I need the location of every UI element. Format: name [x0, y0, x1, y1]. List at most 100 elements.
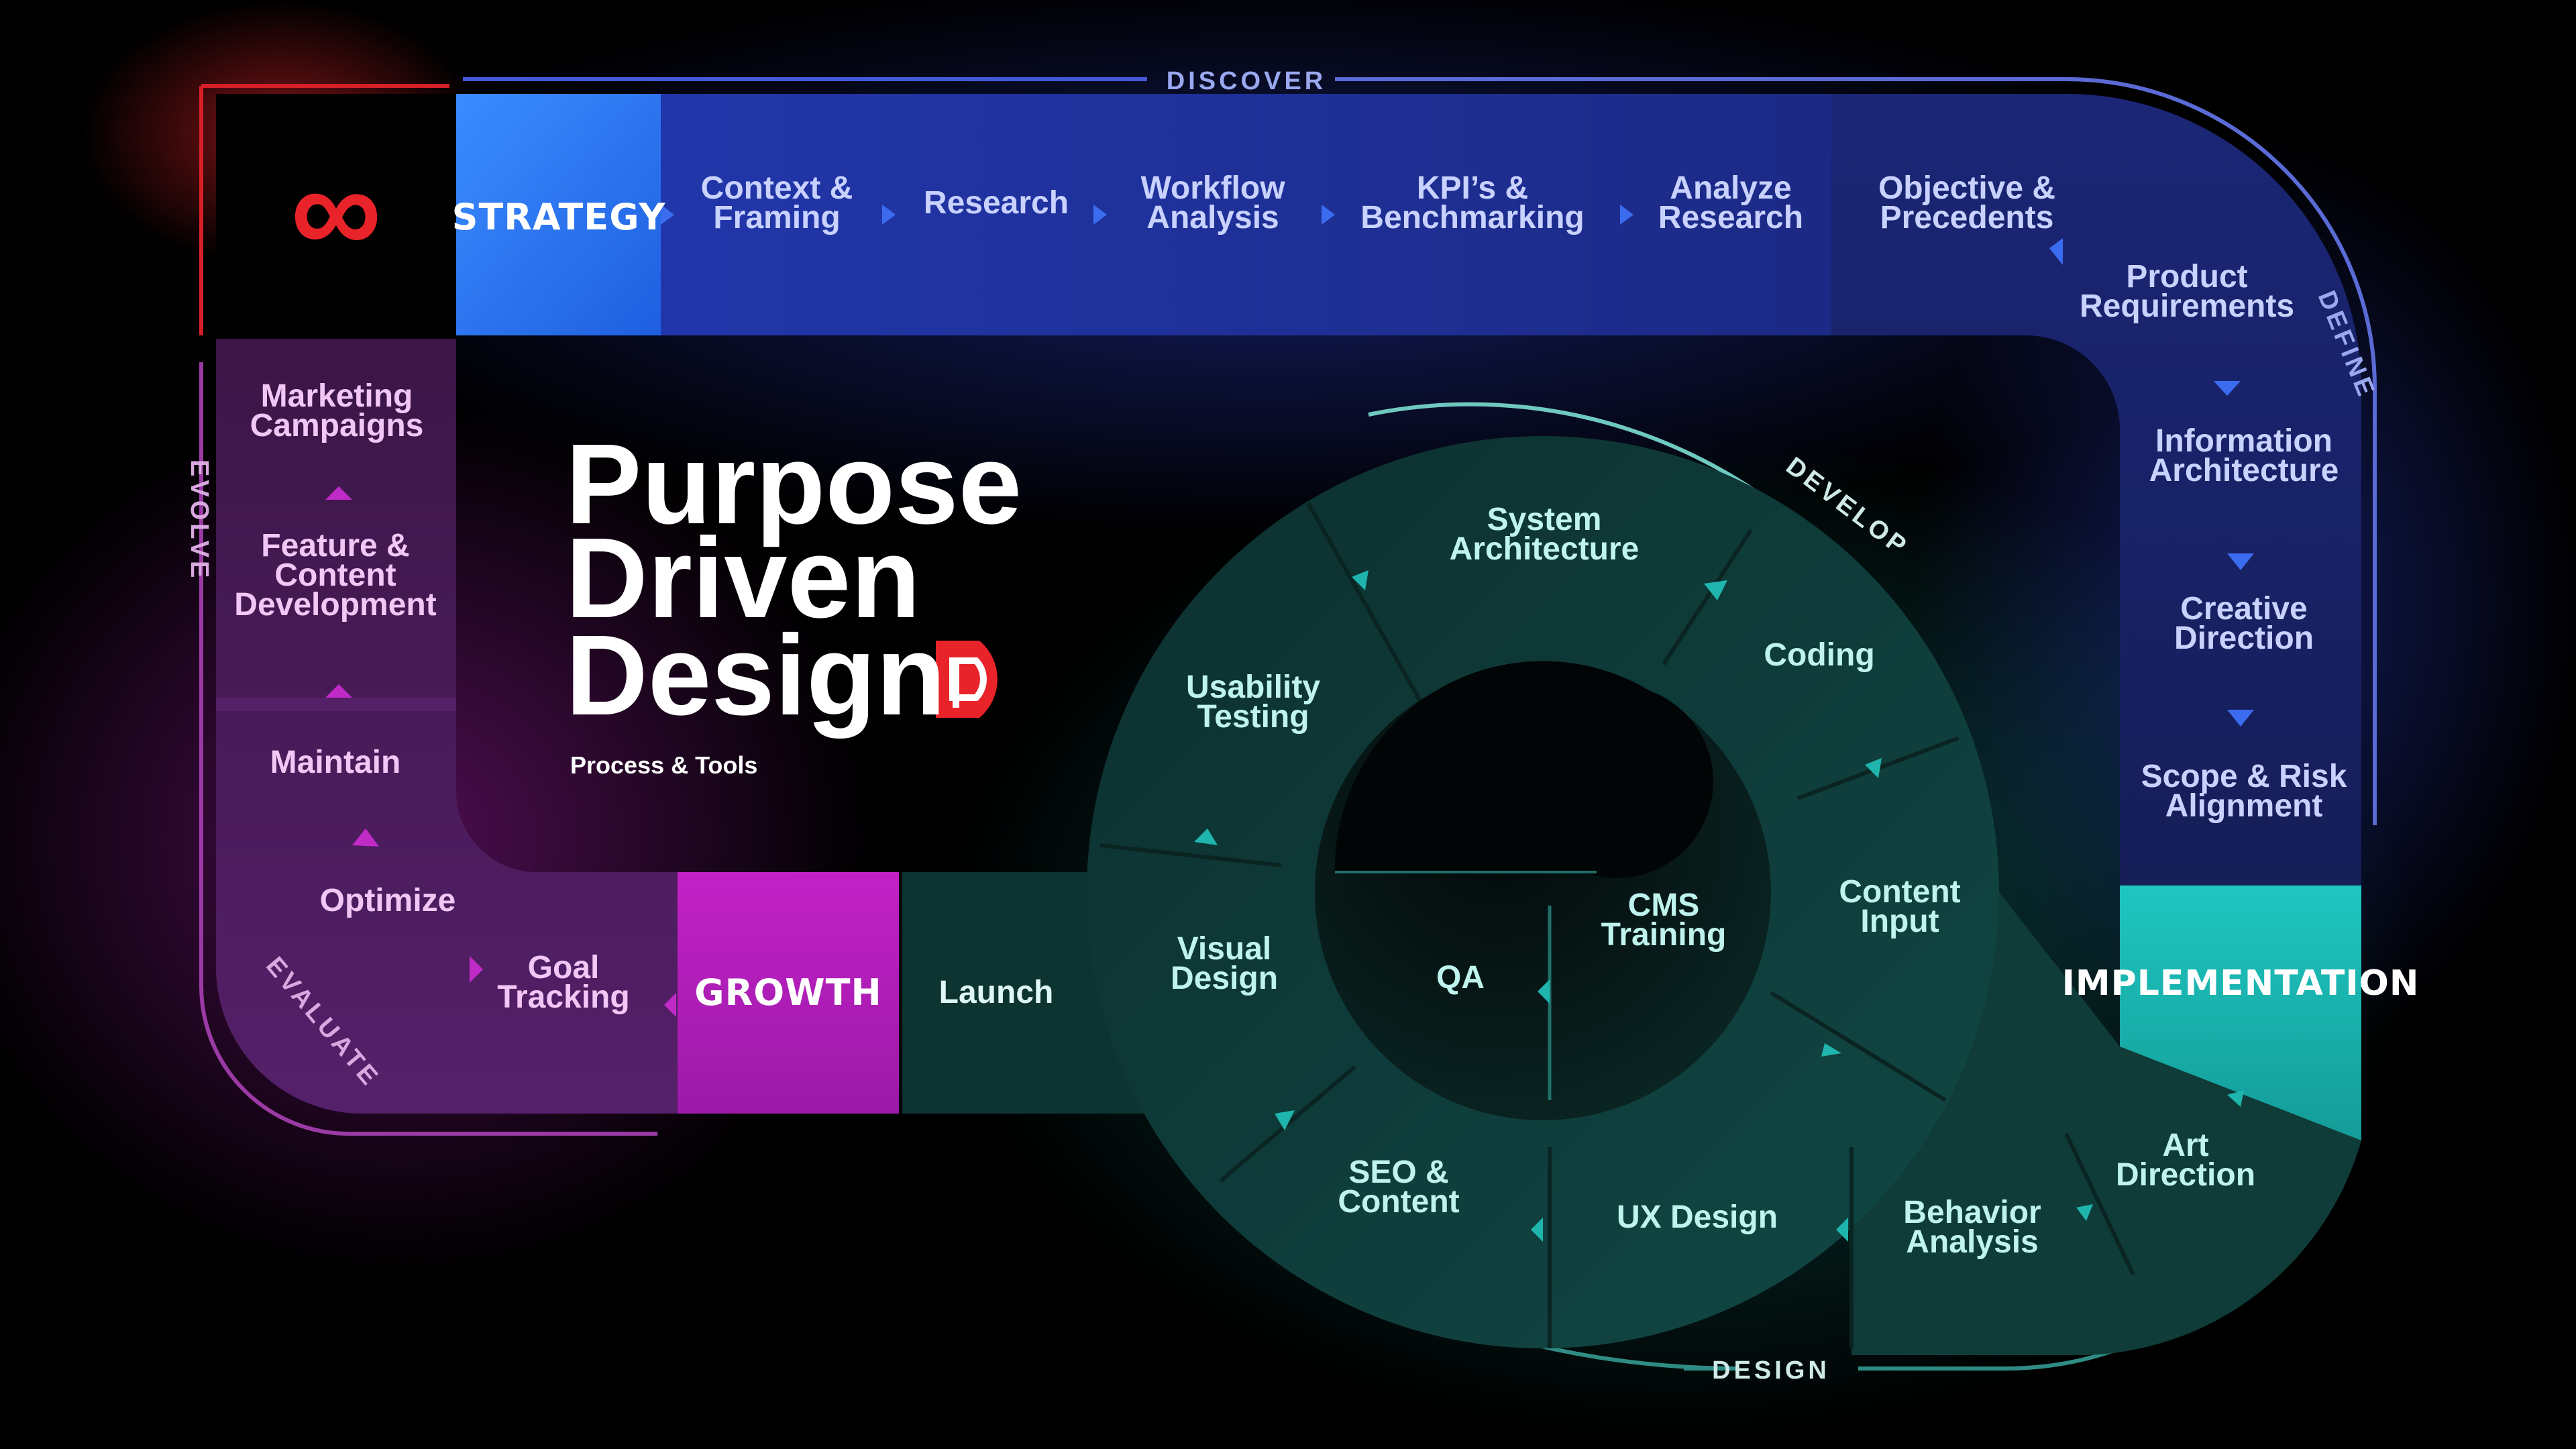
arrow-icon [1322, 205, 1335, 225]
step-label-line: Research [1658, 200, 1803, 235]
step-context-framing[interactable]: Context &Framing [701, 170, 853, 235]
arrow-icon [1531, 1218, 1543, 1242]
step-label-line: Content [274, 557, 396, 593]
arrow-icon [1093, 205, 1107, 225]
step-ux-design[interactable]: UX Design [1617, 1199, 1778, 1235]
arrow-icon [661, 205, 674, 225]
step-objective-precedents[interactable]: Objective &Precedents [1878, 170, 2055, 235]
arrow-icon [2214, 381, 2241, 396]
step-coding[interactable]: Coding [1764, 637, 1874, 673]
step-maintain[interactable]: Maintain [270, 745, 401, 780]
step-label-line: Feature & [261, 528, 409, 564]
step-label-line: Workflow [1140, 170, 1285, 206]
step-research[interactable]: Research [924, 185, 1069, 221]
step-label-line: Direction [2116, 1157, 2255, 1193]
logo-block [216, 94, 456, 339]
arrow-icon [1865, 758, 1882, 778]
arrow-icon [1275, 1110, 1295, 1130]
phase-discover: DISCOVER [1167, 67, 1326, 95]
phase-design: DESIGN [1712, 1356, 1830, 1385]
evolve-band [216, 698, 456, 711]
evolve-rail [199, 362, 657, 1136]
stage-strategy[interactable]: STRATEGY [452, 196, 666, 238]
step-label-line: Framing [713, 200, 840, 235]
step-label-line: System [1487, 502, 1602, 537]
step-label-line: Maintain [270, 745, 401, 780]
arrow-icon [1194, 828, 1218, 845]
ring-divider [2064, 1132, 2135, 1276]
ring-divider [1099, 843, 1282, 867]
arrow-icon [325, 684, 352, 698]
arrow-icon [1704, 580, 1727, 600]
arrow-icon [2049, 238, 2063, 265]
ring-divider [1662, 529, 1753, 665]
step-label-line: Campaigns [250, 408, 424, 443]
design-lobe [1851, 892, 2361, 1355]
step-label-line: Precedents [1880, 200, 2054, 235]
define-track [1831, 94, 2361, 885]
arrow-icon [2227, 553, 2254, 570]
step-label-line: Goal [528, 950, 600, 985]
stage-implementation[interactable]: IMPLEMENTATION [2062, 963, 2420, 1004]
title-line-1: Purpose [566, 421, 1022, 548]
stage-growth[interactable]: GROWTH [694, 971, 881, 1014]
step-label-line: Testing [1197, 699, 1309, 735]
strategy-stage[interactable] [456, 94, 661, 335]
step-kpis-benchmarking[interactable]: KPI’s &Benchmarking [1360, 170, 1584, 235]
inner-ring-void [1334, 661, 1713, 878]
arrow-icon [664, 993, 676, 1017]
step-label-line: Behavior [1903, 1195, 2041, 1230]
step-label-line: KPI’s & [1417, 170, 1528, 206]
step-label-line: Analysis [1906, 1224, 2038, 1260]
step-label-line: Input [1860, 904, 1939, 939]
arrow-icon [882, 205, 896, 225]
step-label-line: CMS [1628, 888, 1700, 923]
discover-track [456, 94, 1831, 335]
launch-label[interactable]: Launch [939, 975, 1054, 1010]
step-optimize[interactable]: Optimize [320, 883, 456, 918]
ring-divider [1770, 991, 1947, 1102]
step-label-line: Usability [1186, 669, 1320, 705]
step-label-line: Art [2162, 1128, 2208, 1163]
step-label-line: Benchmarking [1360, 200, 1584, 235]
arrow-icon [2227, 1090, 2244, 1107]
arrow-icon [352, 828, 379, 847]
arrow-icon [1836, 1218, 1848, 1242]
step-label-line: Coding [1764, 637, 1874, 673]
arrow-icon [470, 956, 483, 983]
arrow-icon [2076, 1204, 2093, 1221]
arrow-icon [1352, 570, 1368, 590]
step-label-line: Tracking [497, 979, 629, 1015]
infinity-icon: ∞ [290, 139, 381, 281]
purpose-driven-d-logo-icon [936, 641, 998, 718]
ring-divider [1306, 502, 1424, 706]
step-qa[interactable]: QA [1436, 960, 1485, 996]
step-label-line: Objective & [1878, 170, 2055, 206]
step-label-line: Research [924, 185, 1069, 221]
arrow-icon [2227, 710, 2254, 727]
discover-rail-right [1335, 77, 2377, 825]
step-label-line: Context & [701, 170, 853, 206]
growth-stage[interactable] [678, 872, 899, 1114]
step-label-line: Requirements [2080, 288, 2294, 324]
title-line-2: Driven [566, 515, 920, 642]
step-seo-content[interactable]: SEO &Content [1338, 1155, 1459, 1220]
